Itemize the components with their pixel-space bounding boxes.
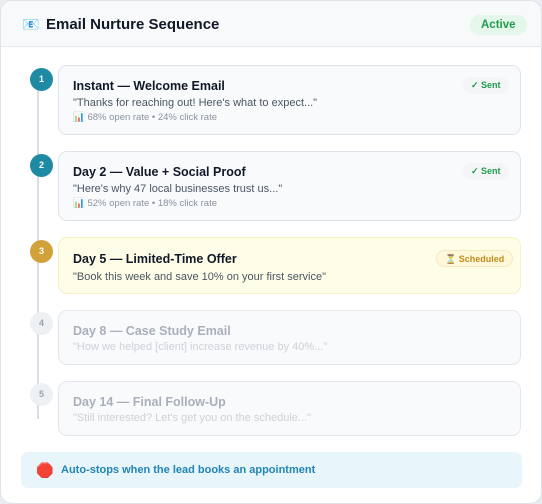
step-number-badge: 1 [30, 68, 53, 91]
step-number-badge: 4 [30, 312, 53, 335]
step-number-badge: 2 [30, 154, 53, 177]
sequence-step-case-study[interactable]: Day 8 — Case Study Email "How we helped … [58, 310, 521, 365]
sequence-title: Email Nurture Sequence [46, 16, 220, 33]
step-title: Day 8 — Case Study Email [73, 324, 231, 338]
step-stats: 📊 52% open rate • 18% click rate [73, 198, 218, 209]
step-preview: "Book this week and save 10% on your fir… [73, 271, 326, 283]
sequence-step-welcome[interactable]: Instant — Welcome Email "Thanks for reac… [58, 65, 521, 135]
scheduled-status-pill: ⏳ Scheduled [436, 250, 514, 267]
step-title: Instant — Welcome Email [73, 79, 225, 93]
auto-stop-text: Auto-stops when the lead books an appoin… [61, 464, 316, 476]
sent-status-pill: ✓ Sent [463, 163, 509, 180]
step-title: Day 14 — Final Follow-Up [73, 395, 226, 409]
sequence-step-offer[interactable]: Day 5 — Limited-Time Offer "Book this we… [58, 237, 521, 294]
step-preview: "Thanks for reaching out! Here's what to… [73, 97, 318, 109]
step-title: Day 5 — Limited-Time Offer [73, 252, 237, 266]
step-preview: "How we helped [client] increase revenue… [73, 341, 328, 353]
step-number-badge: 5 [30, 383, 53, 406]
stop-sign-icon: 🛑 [36, 462, 54, 478]
step-preview: "Still interested? Let's get you on the … [73, 412, 311, 424]
active-status-badge: Active [470, 15, 527, 35]
email-icon: 📧 [22, 16, 40, 32]
sequence-step-value[interactable]: Day 2 — Value + Social Proof "Here's why… [58, 151, 521, 221]
step-preview: "Here's why 47 local businesses trust us… [73, 183, 283, 195]
sent-status-pill: ✓ Sent [463, 77, 509, 94]
step-number-badge: 3 [30, 240, 53, 263]
card-header: 📧 Email Nurture Sequence Active [1, 1, 541, 47]
step-title: Day 2 — Value + Social Proof [73, 165, 246, 179]
sequence-step-final-follow-up[interactable]: Day 14 — Final Follow-Up "Still interest… [58, 381, 521, 436]
step-stats: 📊 68% open rate • 24% click rate [73, 112, 218, 123]
auto-stop-notice: 🛑 Auto-stops when the lead books an appo… [21, 452, 522, 488]
